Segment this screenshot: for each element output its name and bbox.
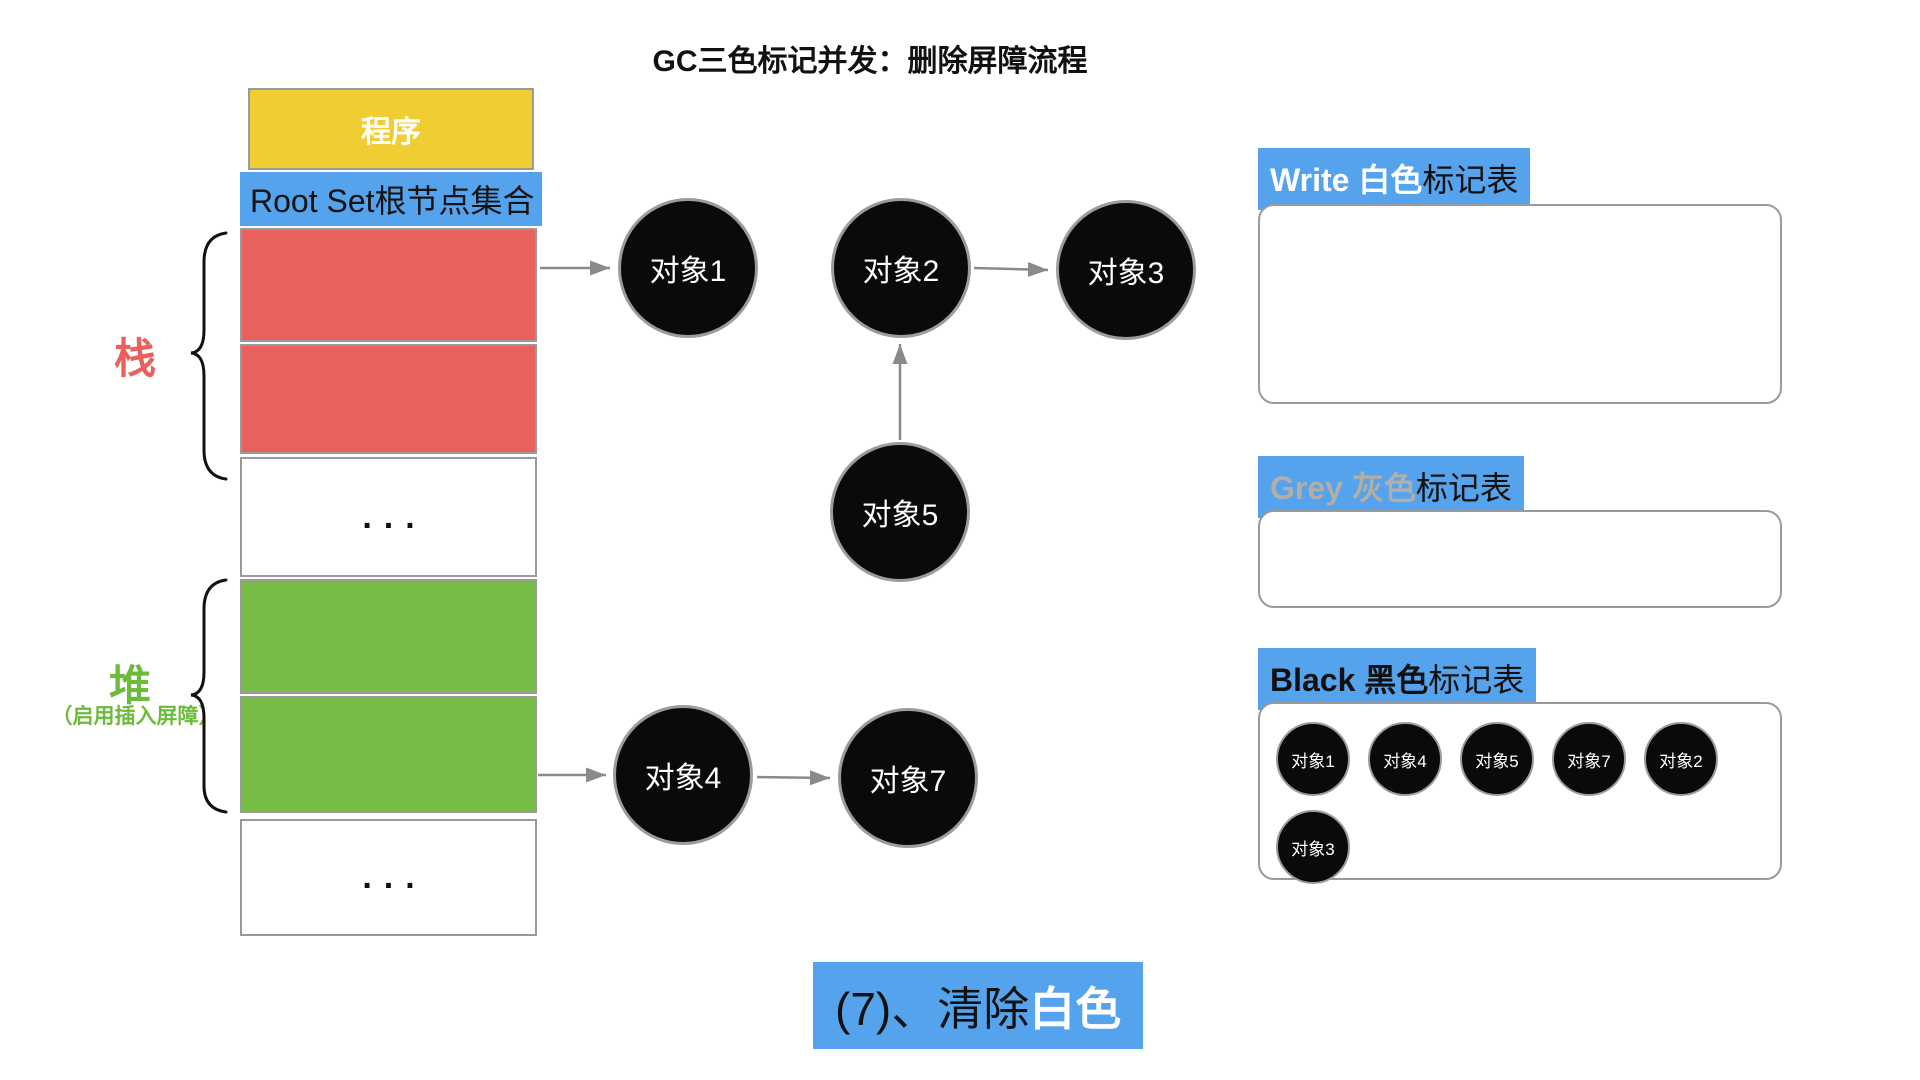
object-node-5: 对象5 <box>830 442 970 582</box>
object-node-1: 对象1 <box>618 198 758 338</box>
arrow-object2-to-object3 <box>973 261 1049 277</box>
black-table-item: 对象1 <box>1276 722 1350 796</box>
footer-highlight-text: 白色 <box>1029 982 1122 1035</box>
ellipsis-dots: ... <box>362 497 427 536</box>
footer-step-text: (7)、清除 <box>835 982 1030 1035</box>
black-table-label: Black 黑色标记表 <box>1258 648 1537 710</box>
black-table-item-label: 对象4 <box>1383 751 1427 771</box>
heap-label: 堆 <box>108 662 151 709</box>
heap-barrier-note: （启用插入屏障） <box>51 705 220 728</box>
white-table <box>1258 204 1782 404</box>
black-table-item-label: 对象1 <box>1291 751 1335 771</box>
page-title: GC三色标记并发：删除屏障流程 <box>652 45 1088 78</box>
heap-slot-2 <box>240 696 537 813</box>
white-table-label: Write 白色标记表 <box>1258 148 1531 210</box>
black-table-label-en: Black 黑色 <box>1270 662 1429 698</box>
black-table-item: 对象2 <box>1644 722 1718 796</box>
heap-ellipsis-box: ... <box>240 819 537 936</box>
object-node-label: 对象1 <box>649 255 727 288</box>
object-node-7: 对象7 <box>838 708 978 848</box>
object-node-label: 对象7 <box>869 765 947 798</box>
black-table-item: 对象5 <box>1460 722 1534 796</box>
root-set-label: Root Set根节点集合 <box>250 183 535 219</box>
ellipsis-dots: ... <box>362 858 427 896</box>
heap-slot-1 <box>240 579 537 694</box>
heap-brace <box>190 578 228 814</box>
stack-label: 栈 <box>113 335 156 382</box>
object-node-3: 对象3 <box>1056 200 1196 340</box>
black-table-item-label: 对象5 <box>1475 751 1519 771</box>
black-table-item: 对象3 <box>1276 810 1350 884</box>
program-label: 程序 <box>361 116 421 149</box>
object-node-4: 对象4 <box>613 705 753 845</box>
grey-table-label: Grey 灰色标记表 <box>1258 456 1524 518</box>
object-node-2: 对象2 <box>831 198 971 338</box>
black-table-item-label: 对象3 <box>1291 839 1335 859</box>
white-table-label-suffix: 标记表 <box>1422 162 1519 198</box>
arrow-object4-to-object7 <box>756 770 831 786</box>
grey-table-label-suffix: 标记表 <box>1415 470 1512 506</box>
white-table-label-en: Write 白色 <box>1270 162 1423 198</box>
footer-step-banner: (7)、清除白色 <box>813 962 1144 1049</box>
root-set-bar: Root Set根节点集合 <box>240 172 542 226</box>
black-table-item: 对象4 <box>1368 722 1442 796</box>
black-table-item: 对象7 <box>1552 722 1626 796</box>
black-table: 对象1 对象4 对象5 对象7 对象2 对象3 <box>1258 702 1782 884</box>
black-table-item-label: 对象2 <box>1659 751 1703 771</box>
stack-slot-1 <box>240 228 537 342</box>
grey-table <box>1258 510 1782 608</box>
stack-slot-2 <box>240 344 537 454</box>
stack-brace <box>190 231 228 481</box>
black-table-item-label: 对象7 <box>1567 751 1611 771</box>
object-node-label: 对象4 <box>644 762 722 795</box>
stack-ellipsis-box: ... <box>240 457 537 577</box>
object-node-label: 对象2 <box>862 255 940 288</box>
program-box: 程序 <box>248 88 534 170</box>
object-node-label: 对象5 <box>861 499 939 532</box>
black-table-label-suffix: 标记表 <box>1428 662 1525 698</box>
object-node-label: 对象3 <box>1087 257 1165 290</box>
grey-table-label-en: Grey 灰色 <box>1270 470 1416 506</box>
